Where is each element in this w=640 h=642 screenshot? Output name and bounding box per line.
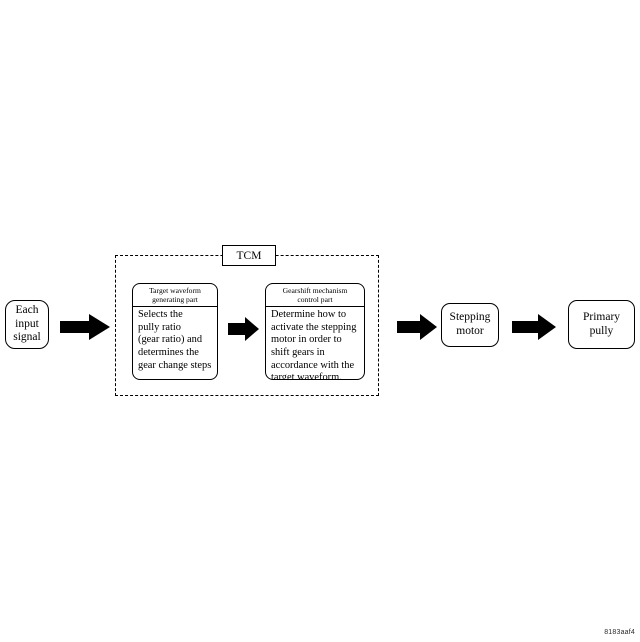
arrow-tcm-to-stepping-motor-icon xyxy=(397,314,437,340)
arrow-target-to-gearshift-icon xyxy=(228,317,259,341)
card-target-waveform-header: Target waveform generating part xyxy=(133,284,217,307)
card-gearshift-mechanism-body: Determine how to activate the stepping m… xyxy=(271,309,357,380)
card-gearshift-mechanism-control-part: Gearshift mechanism control part Determi… xyxy=(265,283,365,380)
card-target-waveform-body: Selects the pully ratio (gear ratio) and… xyxy=(138,309,212,371)
node-each-input-signal-label: Each input signal xyxy=(13,304,41,344)
card-gearshift-mechanism-header: Gearshift mechanism control part xyxy=(266,284,364,307)
node-primary-pully: Primary pully xyxy=(568,300,635,349)
node-each-input-signal: Each input signal xyxy=(5,300,49,349)
arrow-stepping-motor-to-primary-pully-icon xyxy=(512,314,556,340)
arrow-input-to-tcm-icon xyxy=(60,314,110,340)
figure-id-label: 8183aaf4 xyxy=(604,629,635,636)
node-stepping-motor-label: Stepping motor xyxy=(449,311,491,337)
card-target-waveform-generating-part: Target waveform generating part Selects … xyxy=(132,283,218,380)
tcm-group-label-text: TCM xyxy=(236,249,262,262)
node-stepping-motor: Stepping motor xyxy=(441,303,499,347)
node-primary-pully-label: Primary pully xyxy=(582,310,621,337)
tcm-group-label: TCM xyxy=(222,245,276,266)
